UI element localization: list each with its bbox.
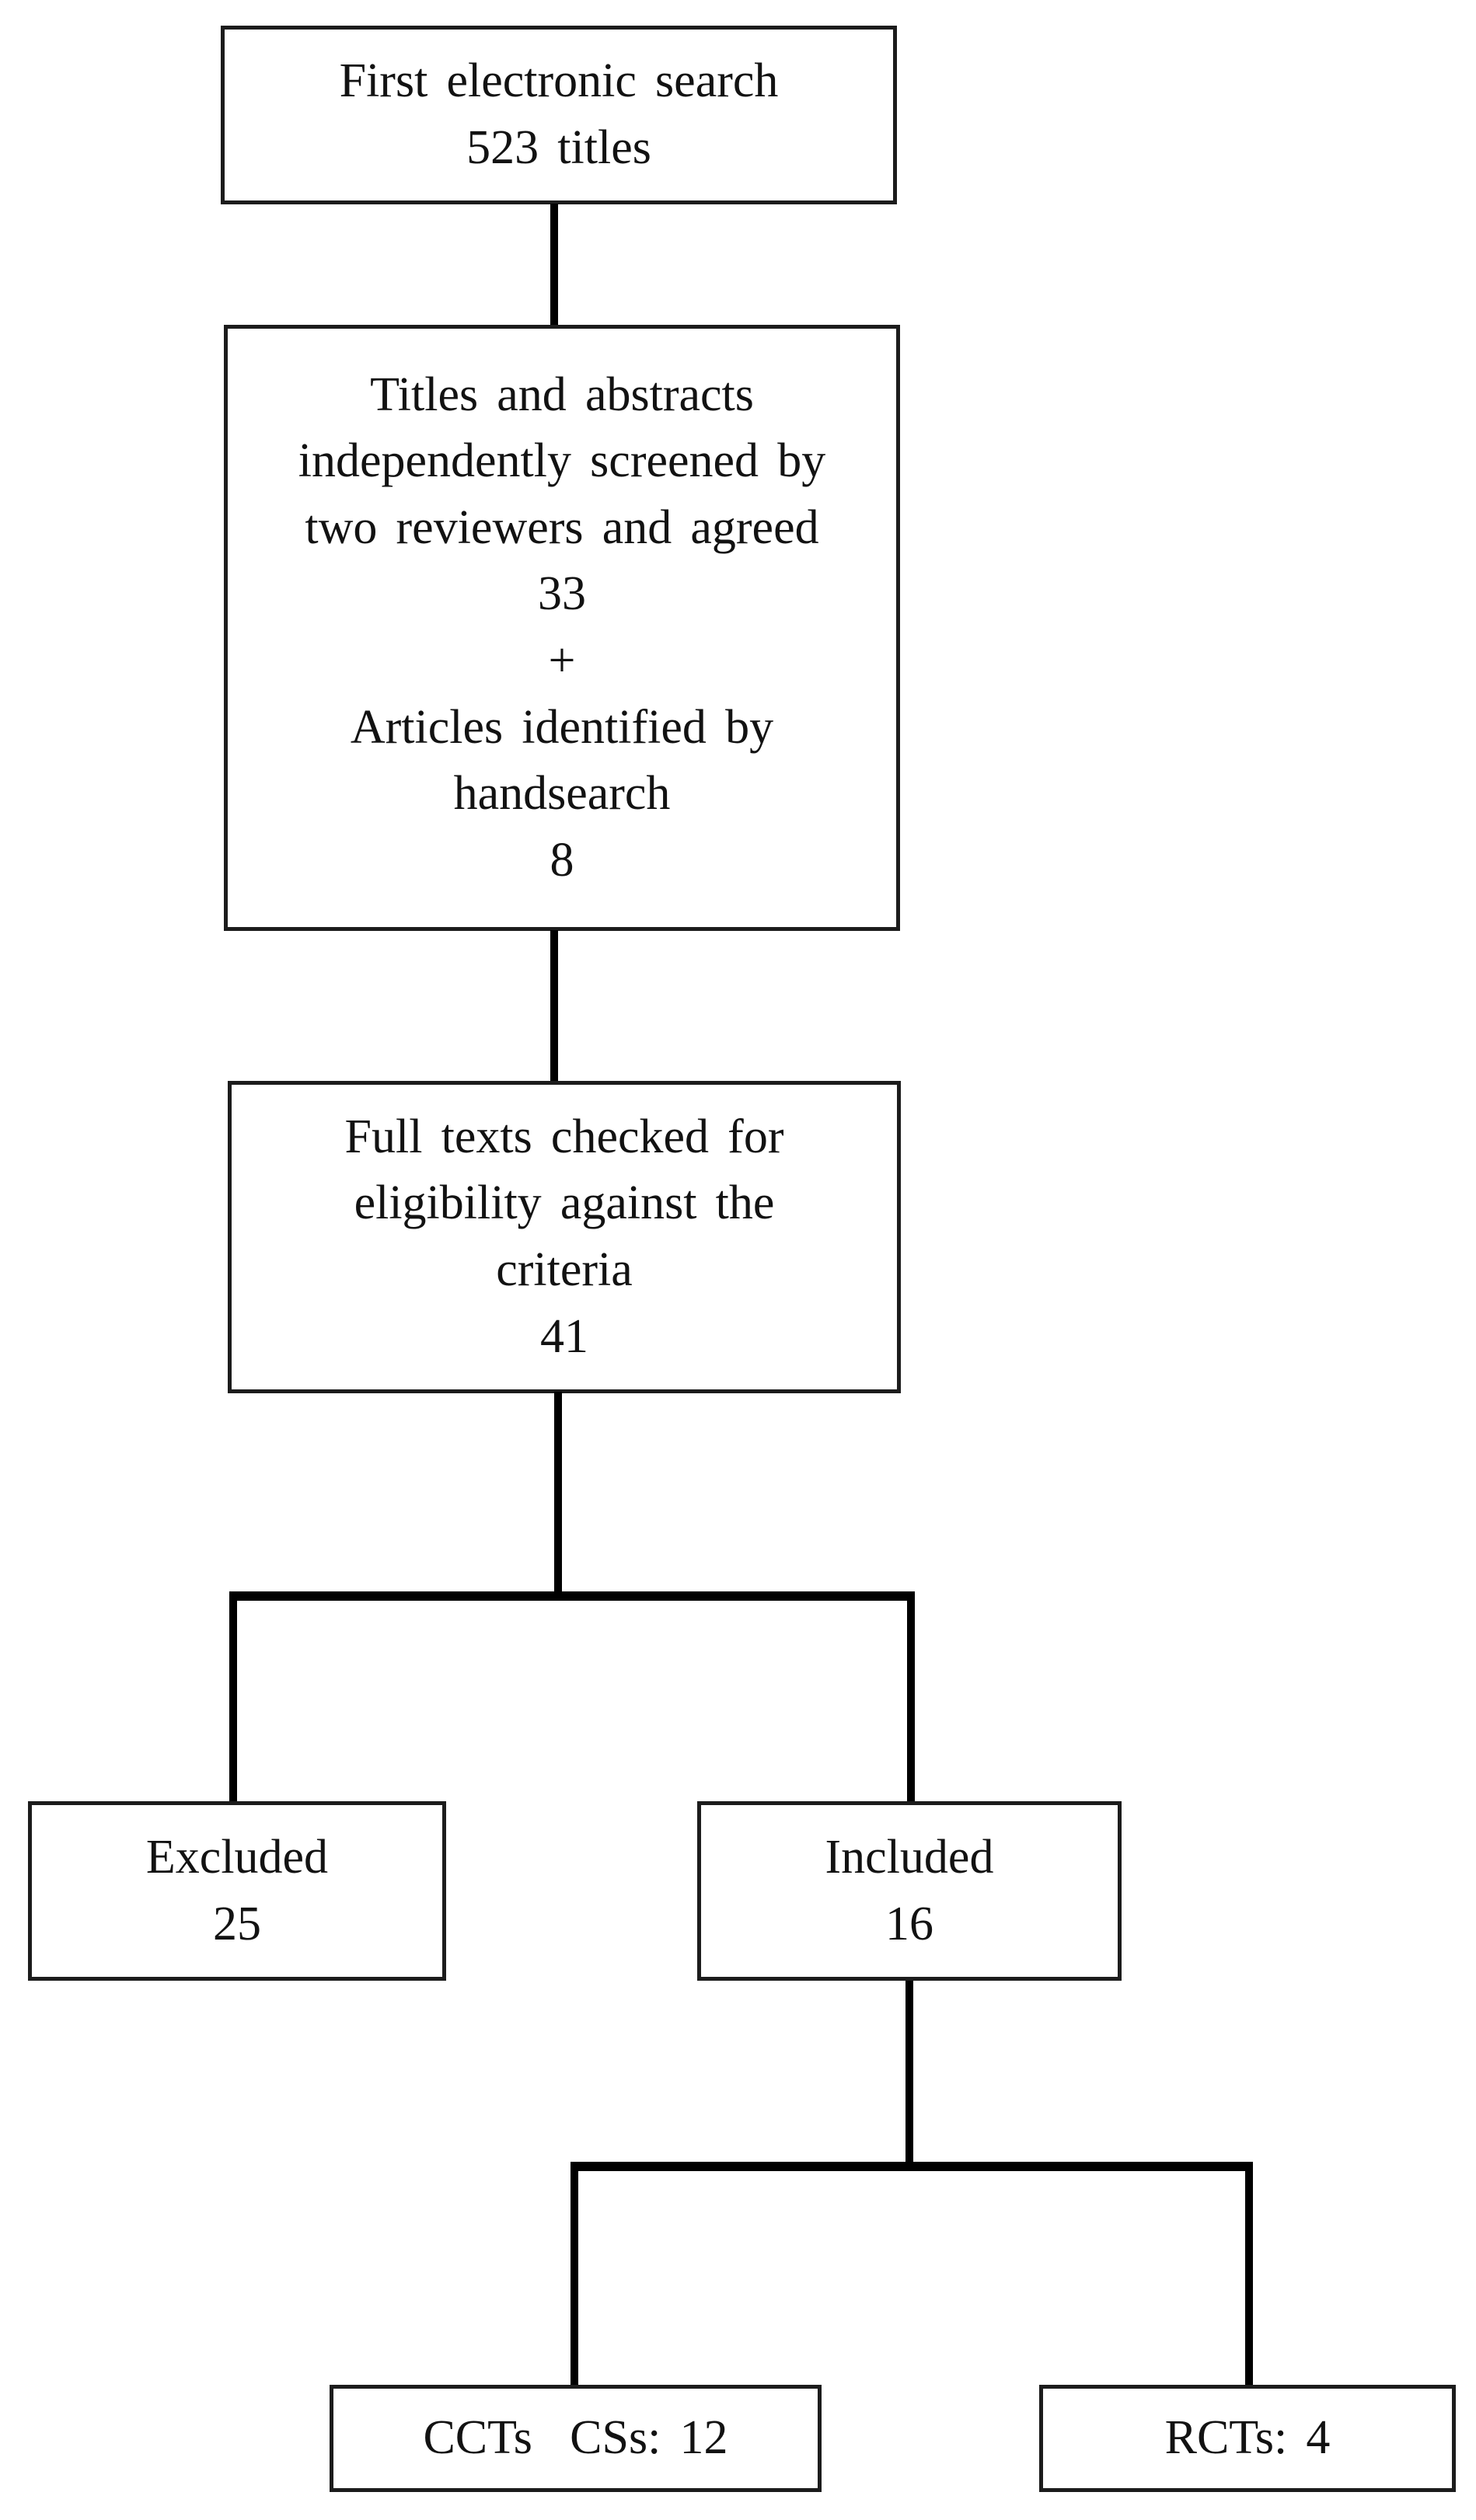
screening-box: Titles and abstracts independently scree… — [224, 325, 900, 931]
rcts-text: RCTs: 4 — [1164, 2411, 1331, 2465]
included-text: Included 16 — [825, 1830, 994, 1950]
connector-included-stem — [905, 1981, 913, 2168]
first-search-text: First electronic search 523 titles — [339, 54, 779, 174]
connector-branch2-right-drop — [1245, 2162, 1253, 2385]
excluded-text: Excluded 25 — [145, 1830, 329, 1950]
screening-text: Titles and abstracts independently scree… — [298, 368, 826, 887]
rcts-box: RCTs: 4 — [1039, 2385, 1456, 2492]
connector-branch1-horizontal — [229, 1591, 915, 1601]
connector-first-to-screening — [550, 204, 558, 326]
connector-branch1-left-drop — [229, 1591, 237, 1803]
first-search-box: First electronic search 523 titles — [221, 26, 897, 204]
ccts-text: CCTs CSs: 12 — [423, 2411, 728, 2465]
fulltext-text: Full texts checked for eligibility again… — [344, 1110, 784, 1363]
connector-branch2-horizontal — [571, 2162, 1253, 2171]
connector-branch2-left-drop — [571, 2162, 578, 2385]
fulltext-box: Full texts checked for eligibility again… — [228, 1081, 901, 1393]
connector-fulltext-stem — [554, 1392, 562, 1597]
ccts-box: CCTs CSs: 12 — [330, 2385, 822, 2492]
connector-screening-to-fulltext — [550, 930, 558, 1082]
connector-branch1-right-drop — [907, 1591, 915, 1803]
included-box: Included 16 — [697, 1801, 1122, 1981]
excluded-box: Excluded 25 — [28, 1801, 446, 1981]
